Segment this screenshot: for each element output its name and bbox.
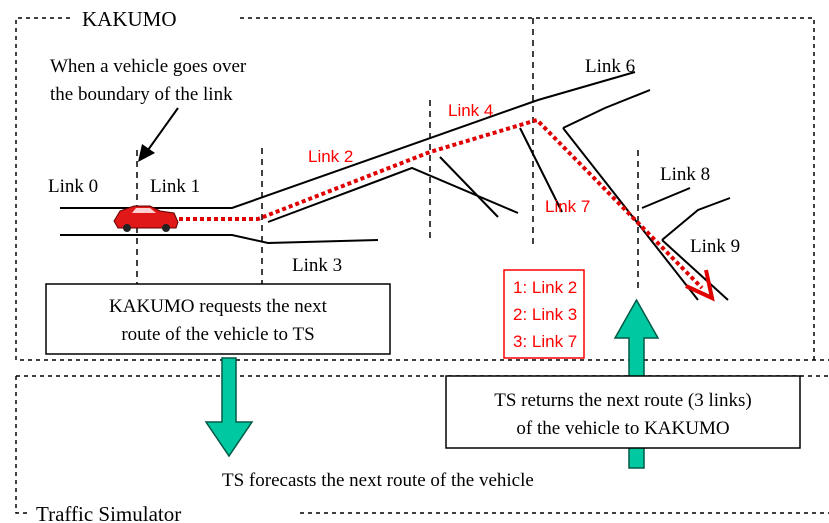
request-box-line-1: KAKUMO requests the next <box>109 296 328 317</box>
link-9-label: Link 9 <box>690 236 740 257</box>
route-list-item: 3: Link 7 <box>513 332 577 351</box>
route-list-item: 1: Link 2 <box>513 278 577 297</box>
link-1-label: Link 1 <box>150 176 200 197</box>
kakumo-region-title: KAKUMO <box>82 7 177 31</box>
kakumo-region-border <box>15 17 829 361</box>
link-8-label: Link 8 <box>660 164 710 185</box>
annotation-line-2: the boundary of the link <box>50 84 233 105</box>
boundary-callout-arrow <box>138 107 179 162</box>
return-box-line-2: of the vehicle to KAKUMO <box>516 418 729 439</box>
route-list-box: 1: Link 2 2: Link 3 3: Link 7 <box>503 269 585 359</box>
traffic-simulator-region-title: Traffic Simulator <box>36 502 181 523</box>
link-0-label: Link 0 <box>48 176 98 197</box>
request-box: KAKUMO requests the next route of the ve… <box>45 283 391 355</box>
return-box: TS returns the next route (3 links) of t… <box>445 375 801 449</box>
link-7-label: Link 7 <box>545 197 590 216</box>
annotation-line-1: When a vehicle goes over <box>50 56 247 77</box>
request-box-line-2: route of the vehicle to TS <box>121 324 314 345</box>
car-icon <box>113 205 179 232</box>
link-4-label: Link 4 <box>448 101 493 120</box>
forecast-text: TS forecasts the next route of the vehic… <box>222 470 534 491</box>
request-arrow-down-icon <box>204 357 254 458</box>
return-box-line-1: TS returns the next route (3 links) <box>494 390 752 411</box>
link-6-label: Link 6 <box>585 56 635 77</box>
traffic-simulator-region-border <box>15 375 829 514</box>
predicted-route <box>172 117 715 302</box>
link-3-label: Link 3 <box>292 255 342 276</box>
route-list-item: 2: Link 3 <box>513 305 577 324</box>
link-2-label: Link 2 <box>308 147 353 166</box>
